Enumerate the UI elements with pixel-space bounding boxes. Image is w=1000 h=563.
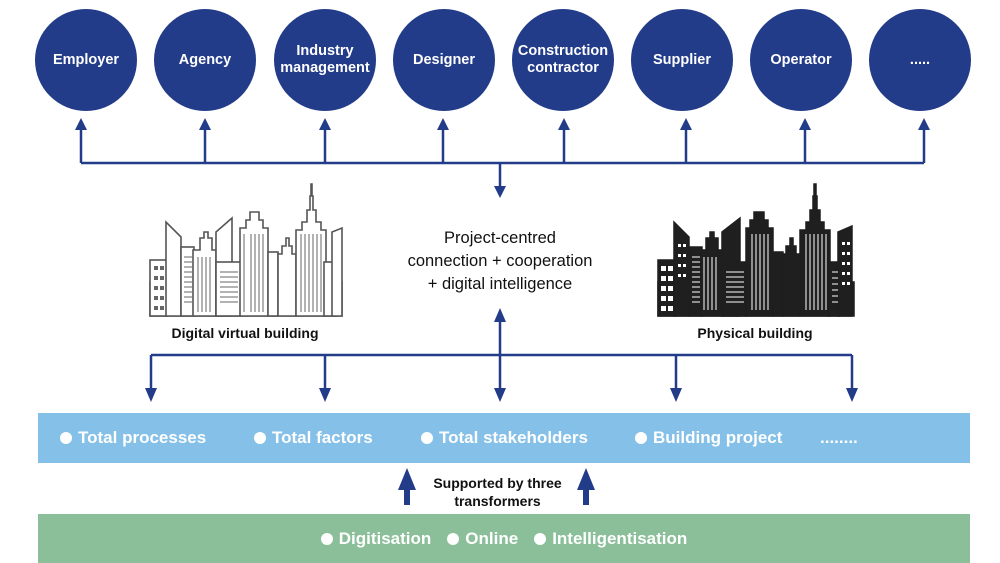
scope-item-total-stakeholders: Total stakeholders bbox=[421, 428, 588, 448]
scope-item-total-processes: Total processes bbox=[60, 428, 206, 448]
stakeholder-operator: Operator bbox=[750, 9, 852, 111]
scope-item-building-project: Building project bbox=[635, 428, 782, 448]
physical-city-skyline-icon bbox=[657, 183, 855, 317]
center-statement: Project-centred connection + cooperation… bbox=[380, 227, 620, 296]
transformers-band: Digitisation Online Intelligentisation bbox=[38, 514, 970, 563]
transformer-label: Online bbox=[465, 528, 519, 548]
transformer-label: Intelligentisation bbox=[552, 528, 688, 548]
scope-item-more: ........ bbox=[820, 428, 858, 448]
stakeholder-label: Designer bbox=[412, 51, 476, 68]
stakeholder-label: Supplier bbox=[652, 51, 711, 68]
stakeholder-label: Industry management bbox=[280, 43, 370, 76]
center-line-2: connection + cooperation bbox=[407, 252, 593, 270]
bullet-icon bbox=[534, 532, 547, 545]
bullet-icon bbox=[254, 432, 266, 444]
scope-item-label: ........ bbox=[820, 428, 858, 447]
digital-city-skyline-icon bbox=[149, 183, 343, 317]
bullet-icon bbox=[320, 532, 333, 545]
support-line-1: Supported by three bbox=[433, 475, 562, 491]
bullet-icon bbox=[421, 432, 433, 444]
transformer-label: Digitisation bbox=[338, 528, 432, 548]
stakeholder-label: Employer bbox=[52, 51, 120, 68]
stakeholder-label: ..... bbox=[909, 51, 931, 68]
stakeholder-construction-contractor: Construction contractor bbox=[512, 9, 614, 111]
center-line-1: Project-centred bbox=[444, 229, 556, 247]
scope-item-label: Building project bbox=[653, 428, 783, 447]
stakeholder-label: Construction contractor bbox=[517, 43, 609, 76]
scope-band: Total processes Total factors Total stak… bbox=[38, 413, 970, 463]
stakeholder-label: Operator bbox=[770, 51, 832, 68]
stakeholder-industry-management: Industry management bbox=[274, 9, 376, 111]
scope-item-total-factors: Total factors bbox=[254, 428, 373, 448]
support-caption: Supported by three transformers bbox=[420, 474, 575, 510]
bullet-icon bbox=[447, 532, 460, 545]
stakeholder-supplier: Supplier bbox=[631, 9, 733, 111]
center-line-3: + digital intelligence bbox=[427, 275, 573, 293]
bullet-icon bbox=[635, 432, 647, 444]
transformer-online: Online bbox=[447, 529, 518, 549]
scope-item-label: Total stakeholders bbox=[439, 428, 588, 447]
stakeholder-designer: Designer bbox=[393, 9, 495, 111]
stakeholder-employer: Employer bbox=[35, 9, 137, 111]
support-line-2: transformers bbox=[454, 493, 541, 509]
stakeholder-label: Agency bbox=[178, 51, 232, 68]
up-arrows-to-stakeholders bbox=[79, 124, 926, 163]
scope-item-label: Total factors bbox=[272, 428, 373, 447]
transformer-digitisation: Digitisation bbox=[320, 528, 432, 549]
stakeholder-agency: Agency bbox=[154, 9, 256, 111]
transformer-intelligentisation: Intelligentisation bbox=[534, 529, 687, 549]
stakeholder-more: ..... bbox=[869, 9, 971, 111]
bullet-icon bbox=[60, 432, 72, 444]
physical-building-label: Physical building bbox=[697, 325, 813, 341]
digital-building-label: Digital virtual building bbox=[171, 325, 319, 341]
scope-item-label: Total processes bbox=[78, 428, 207, 447]
